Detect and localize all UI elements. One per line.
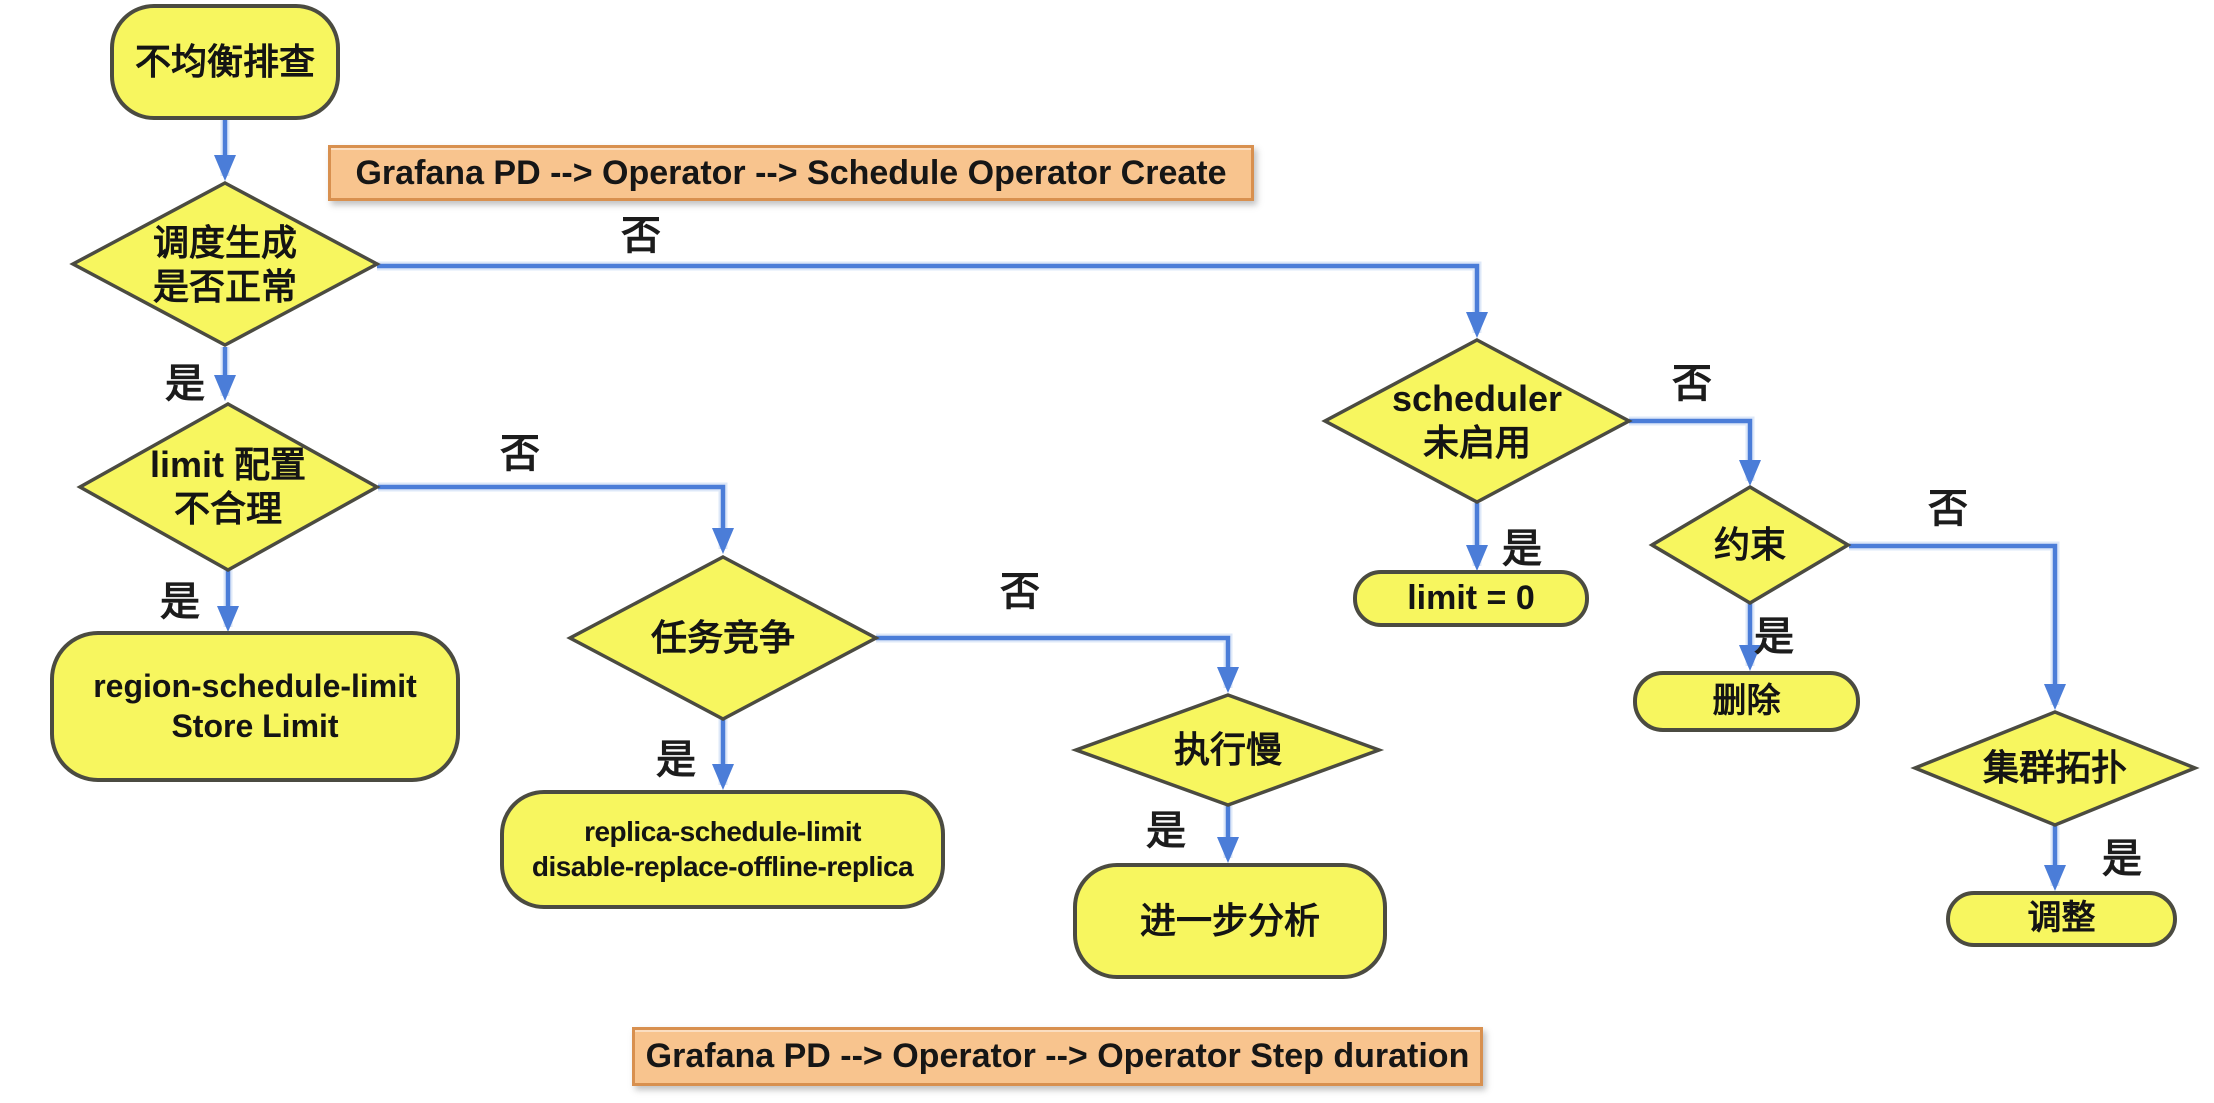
- start-node-shape: [110, 4, 340, 120]
- result-region-shape: [50, 631, 460, 782]
- decision-constraint-shape: [1648, 484, 1852, 606]
- edge-constraint-no: [1849, 543, 2066, 710]
- process-shapes: [50, 4, 2177, 979]
- edge-scheduler-no: [1629, 418, 1761, 486]
- decision-limit-shape: [76, 401, 381, 573]
- decision-schedule-shape: [69, 181, 381, 347]
- decision-slow-shape: [1070, 693, 1385, 807]
- edge-schedule-no: [377, 263, 1488, 338]
- result-replica-shape: [500, 790, 945, 909]
- decision-scheduler-shape: [1321, 338, 1633, 504]
- decision-race-shape: [566, 555, 880, 721]
- result-analysis-shape: [1073, 863, 1387, 979]
- connectors: [214, 118, 2066, 891]
- result-delete-shape: [1633, 671, 1860, 732]
- result-limit-zero-shape: [1353, 570, 1589, 627]
- result-adjust-shape: [1946, 891, 2177, 947]
- edge-limit-no: [378, 484, 734, 554]
- decision-shapes: [69, 181, 2200, 827]
- decision-topology-shape: [1910, 710, 2200, 827]
- bottom-banner: Grafana PD --> Operator --> Operator Ste…: [632, 1027, 1483, 1086]
- edge-race-no: [876, 635, 1239, 693]
- top-banner: Grafana PD --> Operator --> Schedule Ope…: [328, 145, 1254, 201]
